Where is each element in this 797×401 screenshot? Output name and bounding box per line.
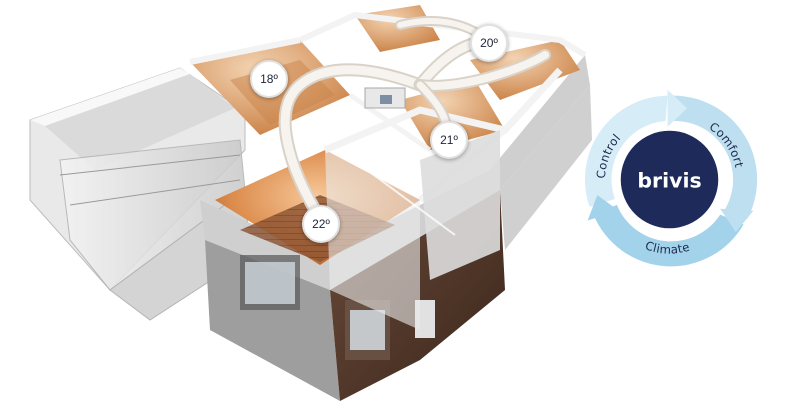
temperature-value: 20º (480, 36, 498, 50)
arrow-head-icon (667, 89, 688, 127)
temperature-value: 22º (312, 217, 330, 231)
temperature-badge-room-c: 21º (430, 121, 468, 159)
brand-core (620, 130, 719, 229)
ring-segment-control (584, 95, 668, 207)
brivis-cycle-ring: Control Comfort Climate brivis (584, 89, 758, 267)
brand-logo: brivis (637, 168, 701, 192)
ring-segment-climate (593, 204, 744, 267)
temperature-badge-room-a: 18º (250, 60, 288, 98)
ring-segment-comfort (673, 95, 758, 219)
arrow-head-icon (587, 195, 619, 221)
temperature-badge-room-d: 22º (302, 205, 340, 243)
arrow-head-icon (720, 208, 754, 233)
temperature-value: 18º (260, 72, 278, 86)
temperature-value: 21º (440, 133, 458, 147)
temperature-badge-room-b: 20º (470, 24, 508, 62)
balcony-wing (29, 67, 251, 321)
ring-label-climate: Climate (643, 238, 691, 256)
